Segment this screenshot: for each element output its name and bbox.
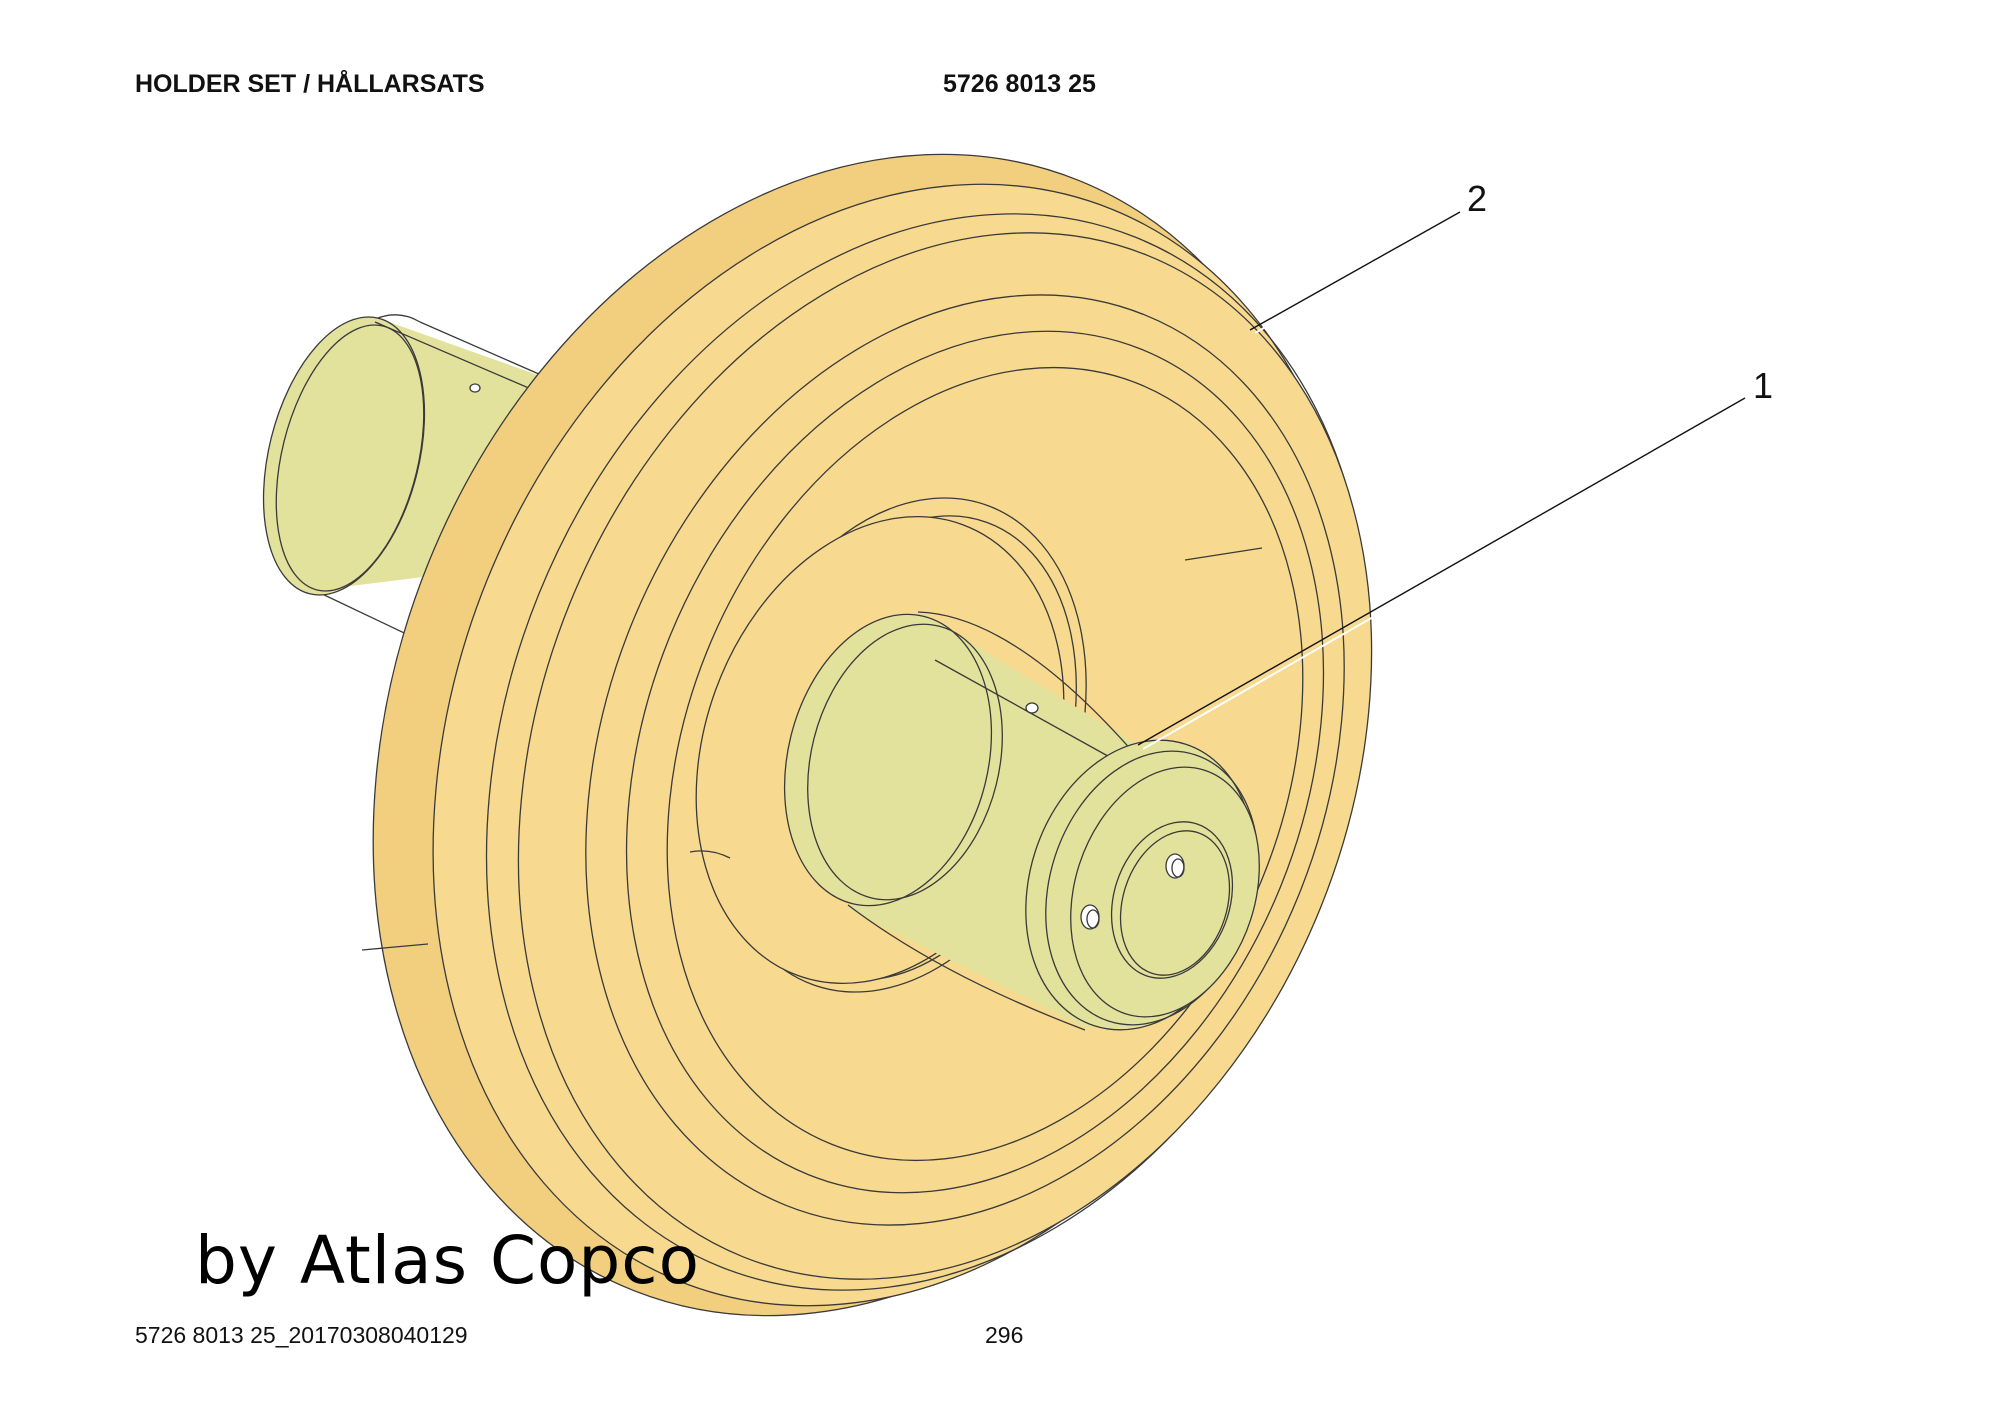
callout-2-label: 2 [1467, 178, 1487, 219]
watermark: by Atlas Copco [195, 1222, 700, 1299]
page-number: 296 [985, 1322, 1024, 1348]
callout-1-leader [1137, 397, 1746, 746]
callout-2-leader [1249, 211, 1461, 331]
document-id: 5726 8013 25_20170308040129 [135, 1322, 468, 1348]
callout-1-label: 1 [1753, 365, 1773, 406]
page-title: HOLDER SET / HÅLLARSATS [135, 70, 485, 98]
front-axle [783, 611, 1260, 1031]
rear-axle-stub [262, 314, 581, 651]
part-number: 5726 8013 25 [943, 70, 1096, 98]
